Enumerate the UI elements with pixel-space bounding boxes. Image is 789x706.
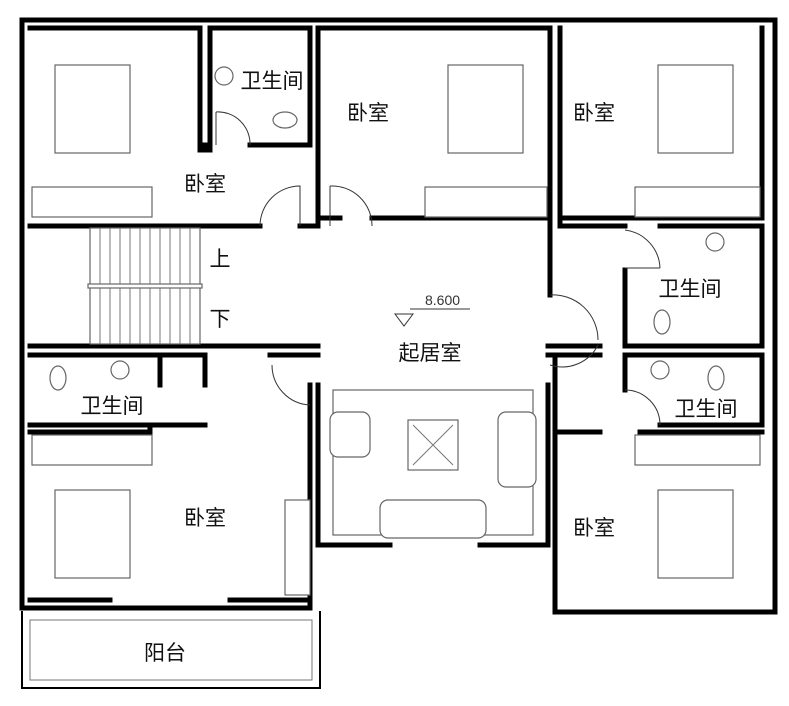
wardrobe bbox=[424, 186, 548, 218]
label-bathroom-right-small: 卫生间 bbox=[675, 397, 738, 421]
bed bbox=[54, 64, 131, 154]
toilet bbox=[49, 365, 67, 391]
label-bedroom-bottom-left: 卧室 bbox=[184, 506, 226, 530]
label-balcony: 阳台 bbox=[144, 641, 186, 665]
bed bbox=[657, 489, 734, 579]
label-bedroom-top-middle: 卧室 bbox=[347, 101, 389, 125]
label-bathroom-left: 卫生间 bbox=[81, 394, 144, 418]
label-bathroom-right: 卫生间 bbox=[659, 277, 722, 301]
desk bbox=[284, 499, 311, 596]
wardrobe bbox=[31, 186, 153, 218]
label-bedroom-top-right: 卧室 bbox=[573, 101, 615, 125]
wardrobe bbox=[31, 434, 153, 466]
label-bedroom-bottom-right: 卧室 bbox=[573, 516, 615, 540]
label-living-room: 起居室 bbox=[399, 341, 462, 365]
bed bbox=[447, 64, 524, 154]
toilet bbox=[272, 111, 298, 129]
furniture bbox=[31, 64, 761, 596]
bed bbox=[657, 64, 734, 154]
label-stair-up: 上 bbox=[210, 247, 231, 271]
walls bbox=[19, 17, 778, 689]
elevation-value: 8.600 bbox=[425, 292, 460, 308]
wardrobe bbox=[634, 186, 761, 218]
sink bbox=[214, 66, 234, 86]
label-stair-down: 下 bbox=[210, 307, 231, 331]
room-labels: 卧室 卫生间 卧室 卧室 上 下 卫生间 起居室 卫生间 卫生间 卧室 卧室 阳… bbox=[81, 69, 738, 665]
sofa bbox=[497, 411, 537, 488]
toilet bbox=[707, 365, 725, 391]
label-bedroom-top-left: 卧室 bbox=[184, 172, 226, 196]
toilet bbox=[653, 309, 671, 335]
sink bbox=[110, 360, 130, 380]
sink bbox=[705, 232, 725, 252]
armchair bbox=[329, 411, 371, 458]
sink bbox=[650, 360, 670, 380]
elevation-marker: 8.600 bbox=[394, 292, 470, 327]
bed bbox=[54, 489, 131, 579]
label-bathroom-top: 卫生间 bbox=[241, 69, 304, 93]
wardrobe bbox=[634, 434, 761, 466]
sofa bbox=[379, 499, 487, 539]
doors bbox=[215, 111, 661, 426]
